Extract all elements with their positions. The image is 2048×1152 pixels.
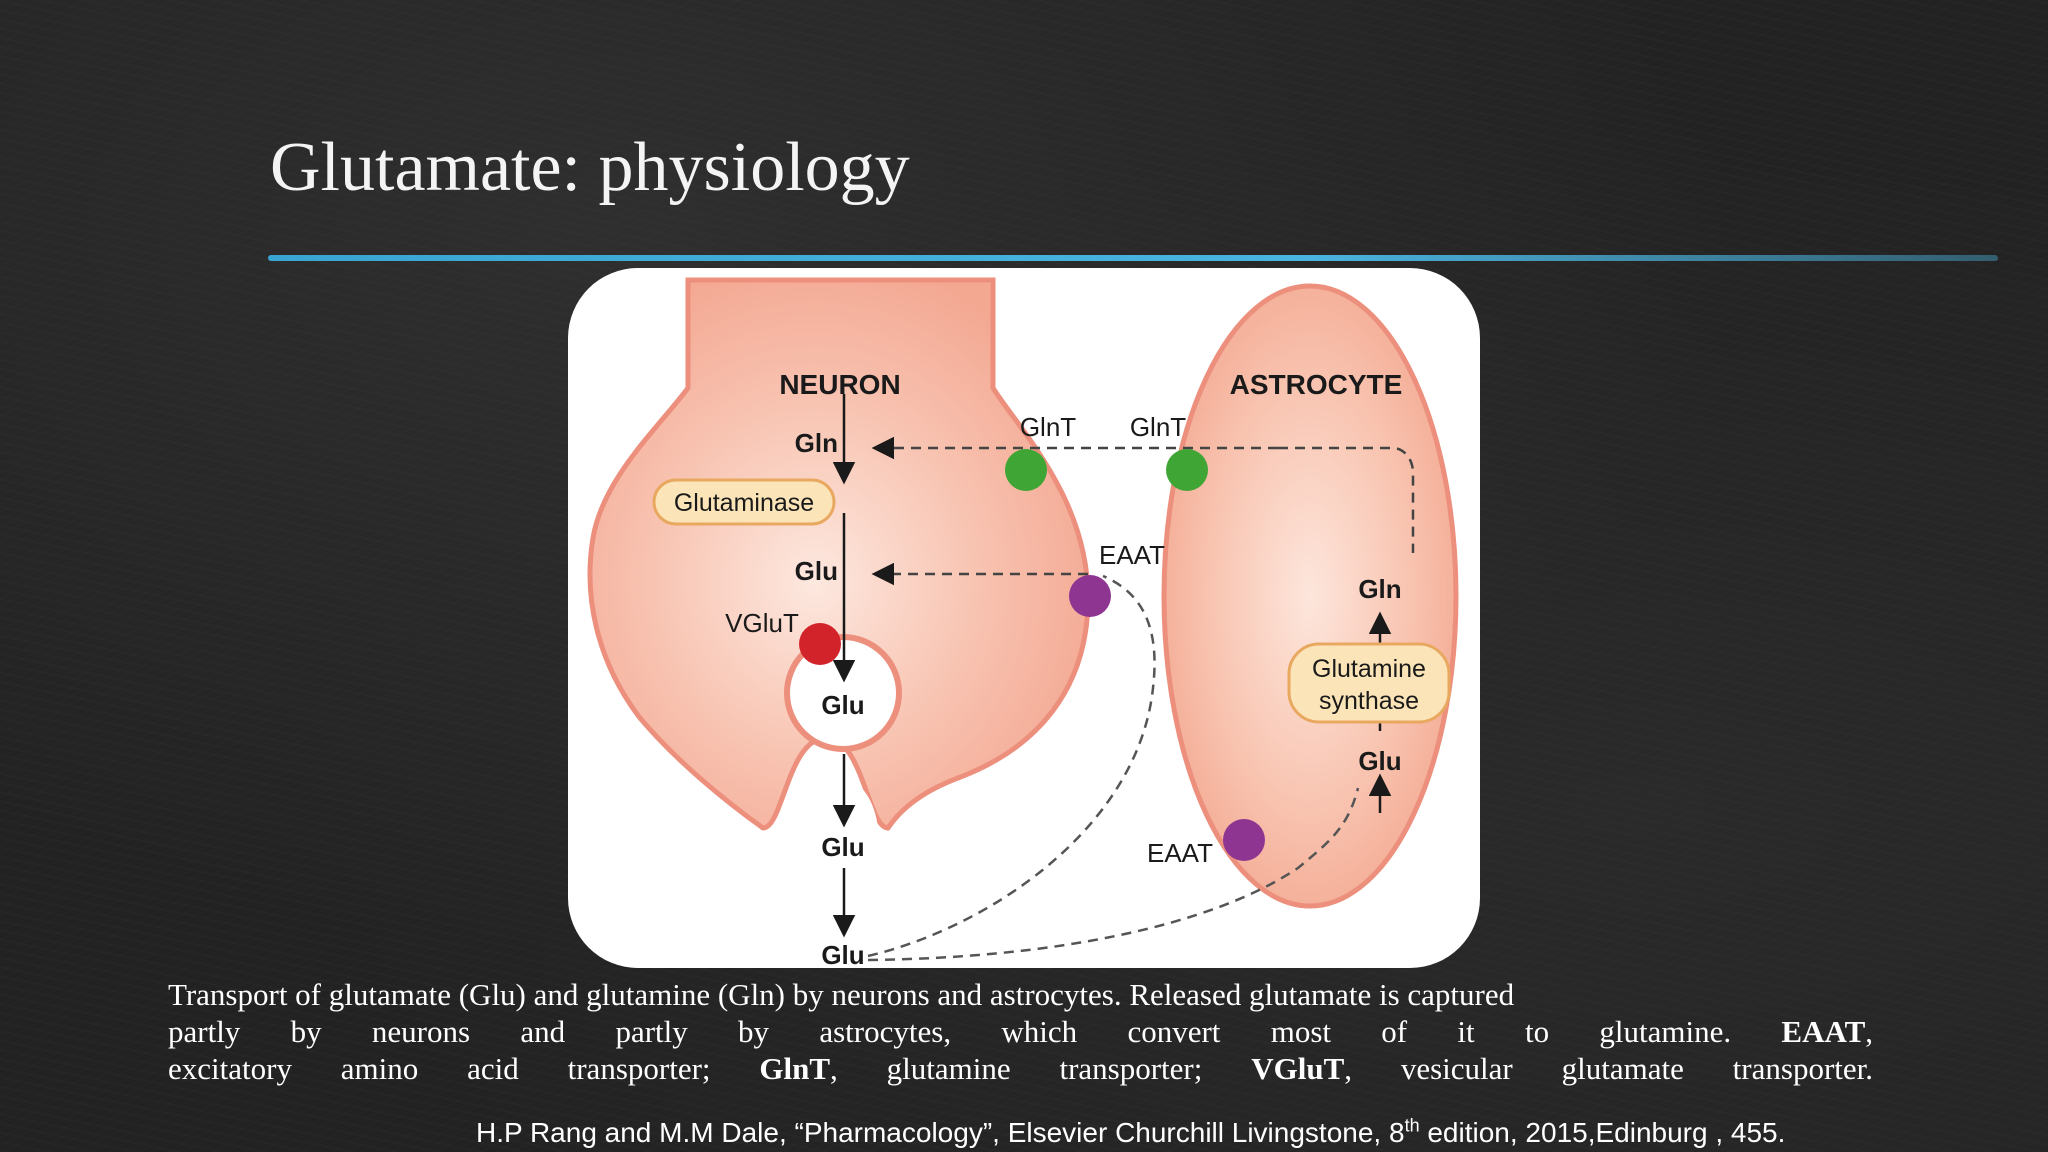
caption-vglut-bold: VGluT <box>1251 1051 1345 1086</box>
reference-text: H.P Rang and M.M Dale, “Pharmacology”, E… <box>476 1117 1405 1148</box>
caption-line-1: Transport of glutamate (Glu) and glutami… <box>168 977 1515 1012</box>
vglut-transporter <box>799 623 841 665</box>
glutamine-synthase-label-1: Glutamine <box>1312 655 1426 683</box>
eaat-transporter-astrocyte <box>1223 819 1265 861</box>
dashed-synapse-to-eaat-astrocyte <box>867 787 1360 962</box>
figure-caption: Transport of glutamate (Glu) and glutami… <box>168 976 1873 1087</box>
caption-eaat-bold: EAAT <box>1781 1014 1866 1049</box>
glu-synapse-label: Glu <box>821 940 864 968</box>
eaat-label-neuron: EAAT <box>1099 540 1165 570</box>
eaat-label-astrocyte: EAAT <box>1147 838 1213 868</box>
caption-line-2-post: , <box>1865 1014 1873 1049</box>
slide-title: Glutamate: physiology <box>270 129 910 206</box>
astrocyte-label: ASTROCYTE <box>1230 369 1403 400</box>
caption-line-3-text: excitatory amino acid transporter; <box>168 1051 711 1086</box>
glu-release-label: Glu <box>821 832 864 862</box>
caption-line-2-text: partly by neurons and partly by astrocyt… <box>168 1014 1732 1049</box>
caption-line-3: excitatory amino acid transporter; GlnT,… <box>168 1050 1873 1087</box>
gln-astrocyte-label: Gln <box>1358 574 1401 604</box>
glnt-label-left: GlnT <box>1020 412 1076 442</box>
glnt-transporter-astrocyte <box>1166 449 1208 491</box>
neuron-label: NEURON <box>779 369 900 400</box>
glu-astrocyte-label: Glu <box>1358 746 1401 776</box>
glnt-transporter-neuron <box>1005 449 1047 491</box>
gln-neuron-label: Gln <box>795 428 838 458</box>
glutaminase-label: Glutaminase <box>674 489 814 517</box>
caption-line-3-mid: , glutamine transporter; <box>830 1051 1203 1086</box>
caption-line-2: partly by neurons and partly by astrocyt… <box>168 1013 1873 1050</box>
caption-line-3-post: , vesicular glutamate transporter. <box>1344 1051 1874 1086</box>
glutaminase-pill <box>652 478 836 526</box>
reference-citation: H.P Rang and M.M Dale, “Pharmacology”, E… <box>476 1115 1785 1149</box>
vglut-label: VGluT <box>725 608 799 638</box>
diagram-figure: NEURON ASTROCYTE GlnT GlnT EAAT EAAT VGl… <box>568 268 1480 968</box>
astrocyte-cell <box>1161 283 1459 909</box>
reference-text-post: edition, 2015,Edinburg , 455. <box>1419 1117 1786 1148</box>
reference-sup: th <box>1404 1115 1420 1136</box>
glutamine-synthase-pill <box>1287 642 1451 724</box>
glutamine-synthase-label-2: synthase <box>1319 687 1419 715</box>
eaat-transporter-neuron <box>1069 575 1111 617</box>
glnt-label-right: GlnT <box>1130 412 1186 442</box>
glu-vesicle-label: Glu <box>821 690 864 720</box>
glutamate-transport-diagram: NEURON ASTROCYTE GlnT GlnT EAAT EAAT VGl… <box>587 277 1459 968</box>
dashed-synapse-to-eaat-neuron <box>867 574 1156 958</box>
title-underline <box>268 255 1998 261</box>
glu-neuron-label: Glu <box>795 556 838 586</box>
caption-glnt-bold: GlnT <box>759 1051 831 1086</box>
